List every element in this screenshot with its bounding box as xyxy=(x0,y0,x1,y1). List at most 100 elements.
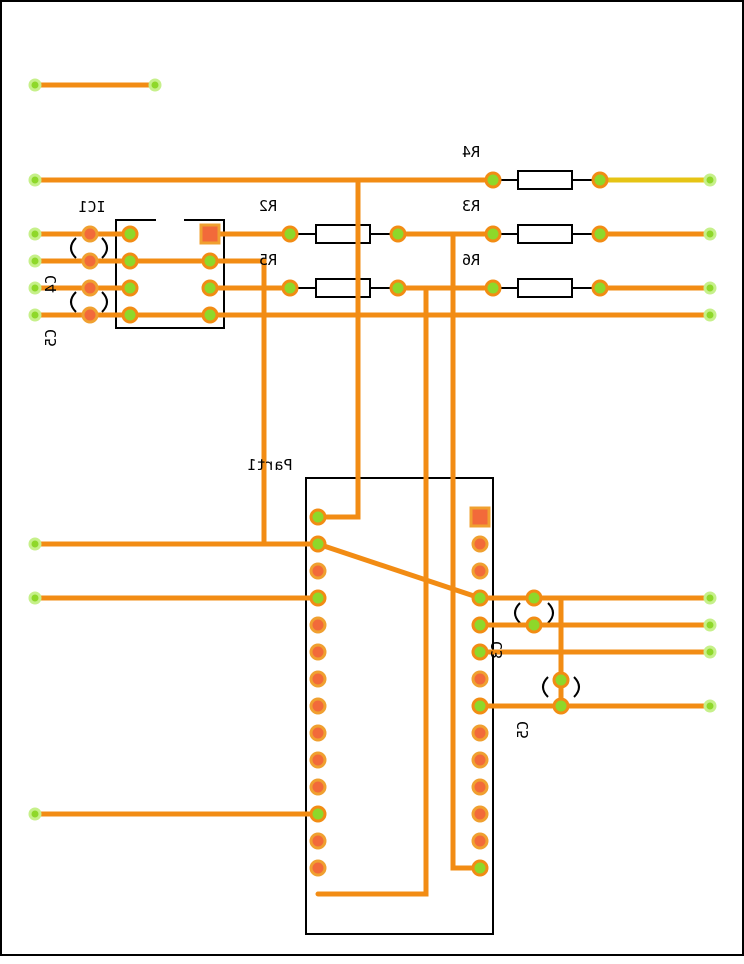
r5-body xyxy=(315,278,371,298)
part1-pad xyxy=(309,832,327,850)
part1-pad xyxy=(471,616,489,634)
ic1-pad xyxy=(201,279,219,297)
edge-pad xyxy=(703,227,717,241)
part1-pad xyxy=(471,697,489,715)
part1-pad xyxy=(309,859,327,877)
ic1-pin1-pad xyxy=(199,223,221,245)
resistor-pad xyxy=(281,225,299,243)
part1-pad xyxy=(309,643,327,661)
edge-pad xyxy=(28,308,42,322)
label-r4: R4 xyxy=(462,143,480,161)
edge-pad xyxy=(703,173,717,187)
capacitor-pad xyxy=(525,616,543,634)
edge-pad xyxy=(703,645,717,659)
resistor-pad xyxy=(591,171,609,189)
capacitor-pad xyxy=(552,671,570,689)
edge-pad xyxy=(28,537,42,551)
component-outlines xyxy=(70,170,600,935)
part1-pad xyxy=(471,562,489,580)
resistor-pad xyxy=(484,225,502,243)
edge-pad xyxy=(28,807,42,821)
edge-pad xyxy=(703,308,717,322)
resistor-pad xyxy=(389,279,407,297)
edge-pad xyxy=(28,173,42,187)
part1-pad xyxy=(309,805,327,823)
label-c3: C3 xyxy=(488,641,506,659)
part1-pad xyxy=(309,616,327,634)
capacitor-pad xyxy=(525,589,543,607)
part1-pad xyxy=(471,643,489,661)
edge-pad xyxy=(28,78,42,92)
resistor-pad xyxy=(484,279,502,297)
c4-outline xyxy=(70,237,108,259)
label-r5: R5 xyxy=(259,251,277,269)
part1-pad xyxy=(471,805,489,823)
edge-pad xyxy=(148,78,162,92)
part1-pad xyxy=(309,724,327,742)
label-ic1: IC1 xyxy=(78,198,105,216)
label-r6: R6 xyxy=(462,251,480,269)
part1-pad xyxy=(471,535,489,553)
label-c5-left: C5 xyxy=(42,329,60,347)
label-c5-right: C5 xyxy=(514,721,532,739)
resistor-pad xyxy=(591,279,609,297)
part1-pad xyxy=(471,832,489,850)
r3-body xyxy=(517,224,573,244)
ic1-pad xyxy=(121,279,139,297)
label-c4: C4 xyxy=(42,275,60,293)
r2-body xyxy=(315,224,371,244)
resistor-pad xyxy=(281,279,299,297)
part1-pad xyxy=(309,751,327,769)
part1-pad xyxy=(471,589,489,607)
part1-pad xyxy=(309,562,327,580)
pads xyxy=(28,78,717,877)
c5-left-outline xyxy=(70,291,108,313)
part1-pad xyxy=(309,670,327,688)
part1-pad xyxy=(309,589,327,607)
trace xyxy=(32,541,713,601)
label-part1: Part1 xyxy=(247,456,292,474)
part1-pad xyxy=(309,508,327,526)
part1-pad xyxy=(471,778,489,796)
edge-pad xyxy=(703,699,717,713)
resistor-pad xyxy=(591,225,609,243)
ic1-pad xyxy=(121,252,139,270)
trace xyxy=(315,177,361,520)
capacitor-pad xyxy=(81,252,99,270)
ic1-pad xyxy=(121,225,139,243)
edge-pad xyxy=(28,591,42,605)
part1-pad xyxy=(471,670,489,688)
capacitor-pad xyxy=(81,225,99,243)
edge-pad xyxy=(703,281,717,295)
label-r2: R2 xyxy=(259,197,277,215)
part1-pad xyxy=(471,724,489,742)
edge-pad xyxy=(28,254,42,268)
ic1-pad xyxy=(121,306,139,324)
label-r3: R3 xyxy=(462,197,480,215)
trace xyxy=(450,231,483,871)
ic1-pad xyxy=(201,306,219,324)
part1-pad xyxy=(309,778,327,796)
part1-pad xyxy=(471,751,489,769)
part1-pad xyxy=(471,859,489,877)
capacitor-pad xyxy=(81,306,99,324)
ic1-outline xyxy=(115,219,225,329)
r6-body xyxy=(517,278,573,298)
c3-outline xyxy=(514,602,554,624)
part1-pin1-pad xyxy=(469,506,491,528)
copper-traces xyxy=(32,82,713,897)
capacitor-pad xyxy=(81,279,99,297)
trace xyxy=(315,285,429,897)
silkscreen-labels: R4 R2 R3 R5 R6 IC1 C4 C5 Part1 C3 C5 xyxy=(42,143,532,739)
trace xyxy=(32,258,267,547)
c5-right-outline xyxy=(542,676,580,698)
edge-pad xyxy=(703,618,717,632)
resistor-pad xyxy=(484,171,502,189)
edge-pad xyxy=(28,281,42,295)
resistor-pad xyxy=(389,225,407,243)
r4-body xyxy=(517,170,573,190)
ic1-pad xyxy=(201,252,219,270)
part1-pad xyxy=(309,535,327,553)
